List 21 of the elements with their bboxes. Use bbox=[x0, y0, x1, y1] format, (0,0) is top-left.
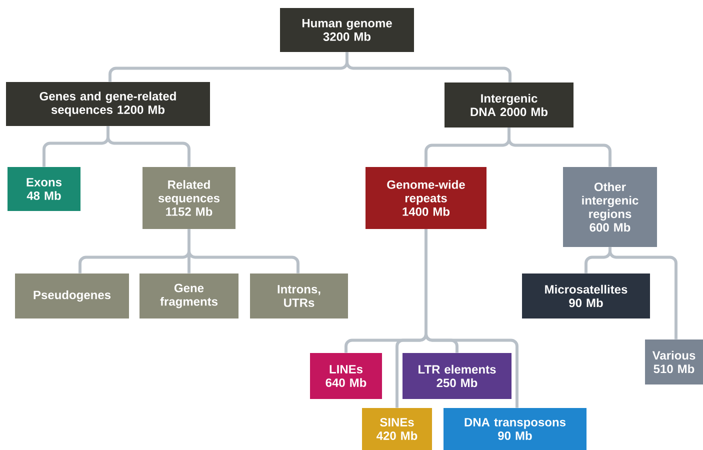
category-box: Other intergenic regions 600 Mb bbox=[563, 167, 657, 247]
category-box: SINEs 420 Mb bbox=[362, 408, 432, 450]
category-box: Various 510 Mb bbox=[645, 340, 703, 384]
category-box: LINEs 640 Mb bbox=[310, 353, 382, 399]
category-box: LTR elements 250 Mb bbox=[402, 353, 512, 399]
category-box: Microsatellites 90 Mb bbox=[522, 274, 650, 318]
connector-line bbox=[608, 247, 678, 340]
connector-line bbox=[424, 229, 518, 408]
connector-line bbox=[346, 52, 512, 82]
category-box: Pseudogenes bbox=[15, 274, 129, 318]
category-box: Intergenic DNA 2000 Mb bbox=[444, 82, 574, 128]
connector-line bbox=[508, 128, 612, 167]
category-box: Introns, UTRs bbox=[250, 274, 348, 318]
category-box: DNA transposons 90 Mb bbox=[444, 408, 586, 450]
category-box: Genome-wide repeats 1400 Mb bbox=[366, 167, 486, 229]
category-box: Human genome 3200 Mb bbox=[280, 8, 414, 52]
category-box: Related sequences 1152 Mb bbox=[142, 167, 236, 229]
category-box: Genes and gene-related sequences 1200 Mb bbox=[6, 82, 210, 126]
connector-line bbox=[106, 126, 190, 167]
category-box: Gene fragments bbox=[140, 274, 238, 318]
category-box: Exons 48 Mb bbox=[8, 167, 80, 211]
